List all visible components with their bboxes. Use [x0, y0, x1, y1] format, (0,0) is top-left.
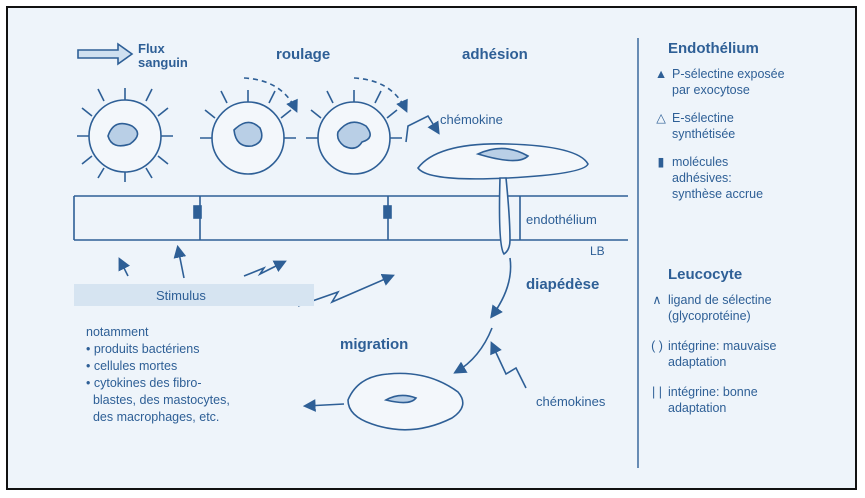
- diapedese-label: diapédèse: [526, 276, 599, 293]
- chemokines-label: chémokines: [536, 394, 605, 409]
- lb-label: LB: [590, 244, 605, 258]
- note-item: • cellules mortes: [86, 358, 177, 374]
- outline-triangle-icon: △: [654, 110, 668, 126]
- double-bar-icon: | |: [650, 384, 664, 400]
- legend-item-selectin-ligand: ∧ ligand de sélectine (glycoprotéine): [650, 292, 846, 326]
- roulage-label: roulage: [276, 46, 330, 63]
- endothelium-label: endothélium: [526, 212, 597, 227]
- legend-endothelium-title: Endothélium: [668, 40, 759, 57]
- legend-item-adhesion-molecules: ▮ molécules adhésives: synthèse accrue: [654, 154, 844, 206]
- leucocyte-rolling-3: [306, 90, 402, 174]
- note-item: des macrophages, etc.: [86, 409, 219, 425]
- note-item: • produits bactériens: [86, 341, 199, 357]
- filled-triangle-icon: ▲: [654, 66, 668, 82]
- adhesion-label: adhésion: [462, 46, 528, 63]
- notes-intro: notamment: [86, 324, 149, 340]
- legend-item-integrin-good: | | intégrine: bonne adaptation: [650, 384, 846, 418]
- legend-item-e-selectin: △ E-sélectine synthétisée: [654, 110, 844, 144]
- leucocyte-rolling-2: [200, 90, 296, 174]
- parentheses-icon: ( ): [650, 338, 664, 354]
- flow-arrow: [78, 44, 132, 64]
- note-item: • cytokines des fibro-: [86, 375, 202, 391]
- chemokine-label: chémokine: [440, 112, 503, 127]
- legend-leucocyte-title: Leucocyte: [668, 266, 742, 283]
- leucocyte-rolling-1: [77, 88, 173, 182]
- stimulus-label: Stimulus: [156, 288, 206, 303]
- caret-icon: ∧: [650, 292, 664, 308]
- diagram-frame: Flux sanguin roulage adhésion chémokine …: [6, 6, 857, 490]
- note-item: blastes, des mastocytes,: [86, 392, 230, 408]
- filled-bar-icon: ▮: [654, 154, 668, 170]
- legend-item-p-selectin: ▲ P-sélectine exposée par exocytose: [654, 66, 844, 100]
- migration-label: migration: [340, 336, 408, 353]
- legend-item-integrin-poor: ( ) intégrine: mauvaise adaptation: [650, 338, 846, 372]
- flux-label: Flux sanguin: [138, 42, 188, 70]
